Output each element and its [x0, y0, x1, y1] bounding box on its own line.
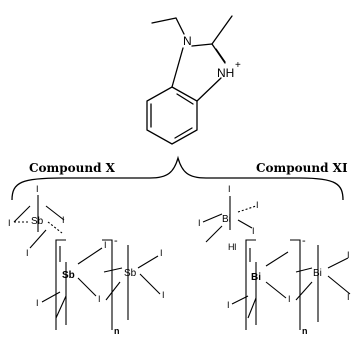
iodide-label: I — [347, 292, 350, 302]
bond — [171, 47, 184, 88]
sb-atom-chain-1: Sb — [62, 270, 75, 281]
iodide-label: I — [98, 294, 101, 304]
iodide-label: I — [8, 218, 11, 228]
iodide-label: I — [252, 226, 255, 236]
benzimidazolium-cation — [146, 15, 233, 145]
hydrogen-label: H — [228, 242, 235, 252]
iodide-label: I — [162, 290, 165, 300]
bond — [191, 43, 213, 47]
sb-atom-chain-2: Sb — [124, 268, 137, 279]
bi-atom-discrete: Bi — [222, 214, 231, 225]
ethyl-bond — [175, 17, 185, 35]
compound-xi-label: Compound XI — [256, 161, 348, 175]
atom-n3-h: NH — [217, 66, 234, 80]
methyl-bond — [211, 15, 233, 45]
iodide-label: I — [26, 248, 29, 258]
compound-x-structure — [13, 195, 161, 330]
iodide-label: I — [288, 294, 291, 304]
bi-atom-chain-1: Bi — [251, 272, 261, 283]
ethyl-bond — [151, 17, 177, 24]
iodide-label: I — [104, 240, 107, 250]
iodide-label: I — [227, 300, 230, 310]
atom-n1: N — [183, 34, 192, 48]
anion-charge: - — [302, 235, 306, 247]
iodide-label: I — [36, 184, 39, 194]
bond — [215, 48, 226, 63]
cation-charge: + — [235, 60, 241, 71]
benzene-ring — [146, 86, 198, 145]
sb-atom-discrete: Sb — [31, 216, 44, 227]
compound-xi-structure — [202, 196, 351, 330]
iodide-label: I — [256, 200, 259, 210]
bi-atom-chain-2: Bi — [313, 268, 322, 279]
iodide-label: I — [160, 248, 163, 258]
bond — [196, 77, 222, 102]
compound-x-label: Compound X — [29, 161, 116, 175]
iodide-label: I — [228, 184, 231, 194]
brace — [11, 155, 344, 201]
iodide-label: I — [62, 215, 65, 225]
iodide-label: I — [234, 242, 237, 252]
iodide-label: I — [347, 250, 350, 260]
iodide-label: I — [36, 298, 39, 308]
benzene-double-bond — [174, 127, 193, 139]
anion-charge: - — [114, 235, 118, 247]
repeat-n: n — [302, 326, 308, 336]
benzene-double-bond — [176, 93, 194, 105]
repeat-n: n — [114, 326, 120, 336]
iodide-label: I — [198, 218, 201, 228]
